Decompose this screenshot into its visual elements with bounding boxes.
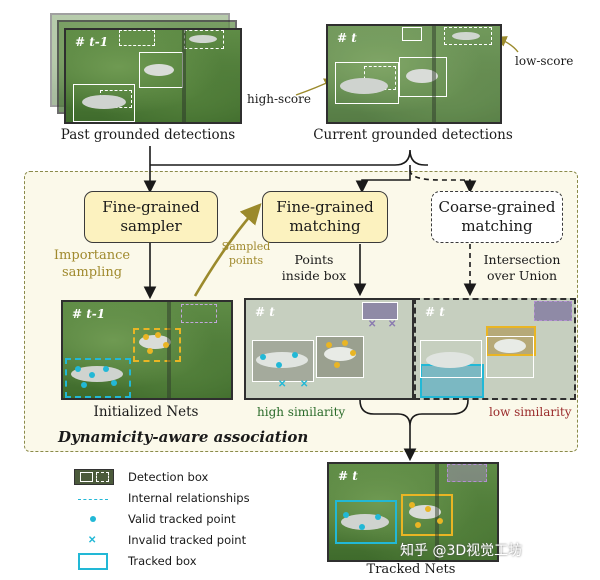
detection-box-icon xyxy=(74,469,114,485)
dashed-line-icon xyxy=(78,499,108,500)
detection-box xyxy=(402,27,422,41)
association-title: Dynamicity-aware association xyxy=(58,428,309,446)
goose-image xyxy=(256,347,356,368)
tracked-nets-caption: Tracked Nets xyxy=(366,562,456,577)
initialized-nets-frame: # t-1 xyxy=(61,300,233,400)
coarse-grained-matching-label: Coarse-grained matching xyxy=(438,198,556,235)
fine-grained-sampler-box: Fine-grained sampler xyxy=(84,191,218,243)
bracket-merge xyxy=(359,399,469,427)
invalid-tracked-point: ✕ xyxy=(300,379,309,390)
tracked-box xyxy=(420,364,484,398)
valid-tracked-point xyxy=(292,352,298,358)
valid-tracked-point xyxy=(342,340,348,346)
legend: Detection box Internal relationships Val… xyxy=(74,466,314,576)
invalid-tracked-point: ✕ xyxy=(368,319,377,330)
tracked-box xyxy=(335,500,397,544)
valid-tracked-point xyxy=(143,334,149,340)
legend-item: Tracked box xyxy=(128,554,197,568)
iou-note: Intersection over Union xyxy=(483,252,561,283)
high-similarity-label: high similarity xyxy=(257,405,346,419)
invalid-tracked-point: ✕ xyxy=(388,319,397,330)
low-score-label: low-score xyxy=(515,54,574,68)
tracked-box xyxy=(401,494,453,536)
high-score-label: high-score xyxy=(247,92,311,106)
tracked-box xyxy=(534,301,572,321)
frame-tag: # t-1 xyxy=(75,35,109,49)
valid-tracked-point xyxy=(425,506,431,512)
valid-tracked-point xyxy=(260,354,266,360)
tracked-box xyxy=(181,304,217,323)
valid-tracked-point xyxy=(147,348,153,354)
valid-tracked-point xyxy=(111,380,117,386)
legend-item: Internal relationships xyxy=(128,491,250,505)
detection-box xyxy=(362,302,398,320)
valid-tracked-point xyxy=(155,332,161,338)
valid-tracked-point xyxy=(81,382,87,388)
coarse-matching-frame: # t xyxy=(414,298,576,400)
valid-tracked-point xyxy=(359,524,365,530)
frame-tag: # t xyxy=(338,469,358,483)
past-frame: # t-1 xyxy=(64,28,242,124)
frame-tag: # t-1 xyxy=(72,307,106,321)
fine-matching-frame: # t ✕ ✕ ✕ ✕ xyxy=(244,298,414,400)
tracked-box-icon xyxy=(78,553,108,570)
fine-grained-sampler-label: Fine-grained sampler xyxy=(102,198,200,235)
valid-tracked-point xyxy=(375,514,381,520)
dot-icon xyxy=(90,516,96,522)
cross-icon: ✕ xyxy=(88,535,97,546)
arrow-to-coarse-matching xyxy=(409,169,477,194)
low-similarity-label: low similarity xyxy=(489,405,572,419)
invalid-tracked-point: ✕ xyxy=(278,379,287,390)
valid-tracked-point xyxy=(163,342,169,348)
points-inside-box-note: Points inside box xyxy=(281,252,347,283)
sampled-points-note: Sampled points xyxy=(221,240,271,267)
detection-box xyxy=(420,340,482,378)
valid-tracked-point xyxy=(276,362,282,368)
tracked-box xyxy=(447,464,487,482)
current-detections-caption: Current grounded detections xyxy=(313,127,513,143)
bracket-current xyxy=(150,149,428,166)
fine-grained-matching-box: Fine-grained matching xyxy=(262,191,388,243)
valid-tracked-point xyxy=(75,366,81,372)
past-detections-caption: Past grounded detections xyxy=(60,127,236,143)
arrow-init-to-fine xyxy=(193,203,262,297)
valid-tracked-point xyxy=(437,518,443,524)
importance-sampling-note: Importance sampling xyxy=(53,248,131,280)
detection-box xyxy=(444,27,492,45)
valid-tracked-point xyxy=(415,522,421,528)
fine-grained-matching-label: Fine-grained matching xyxy=(276,198,374,235)
valid-tracked-point xyxy=(326,342,332,348)
frame-tag: # t xyxy=(425,305,445,319)
valid-tracked-point xyxy=(409,502,415,508)
legend-item: Valid tracked point xyxy=(128,512,236,526)
tracked-nets-frame: # t xyxy=(327,462,499,562)
goose-image xyxy=(340,26,480,122)
detection-box xyxy=(486,336,534,378)
arrow-to-fine-matching xyxy=(355,165,411,194)
valid-tracked-point xyxy=(334,362,340,368)
initialized-nets-caption: Initialized Nets xyxy=(93,404,199,420)
current-frame: # t xyxy=(326,24,502,124)
detection-box xyxy=(335,62,399,104)
watermark: 知乎 @3D视觉工坊 xyxy=(400,543,523,559)
tracked-box xyxy=(65,358,131,398)
valid-tracked-point xyxy=(89,372,95,378)
legend-item: Detection box xyxy=(128,470,209,484)
legend-item: Invalid tracked point xyxy=(128,533,247,547)
coarse-grained-matching-box: Coarse-grained matching xyxy=(431,191,563,243)
tracked-box xyxy=(133,328,181,362)
valid-tracked-point xyxy=(350,350,356,356)
valid-tracked-point xyxy=(103,366,109,372)
detection-box xyxy=(399,57,447,97)
goose-image xyxy=(82,30,217,122)
valid-tracked-point xyxy=(343,512,349,518)
detection-box xyxy=(73,84,135,122)
frame-tag: # t xyxy=(255,305,275,319)
goose-image xyxy=(426,339,526,368)
detection-box xyxy=(119,30,155,46)
frame-tag: # t xyxy=(337,31,357,45)
